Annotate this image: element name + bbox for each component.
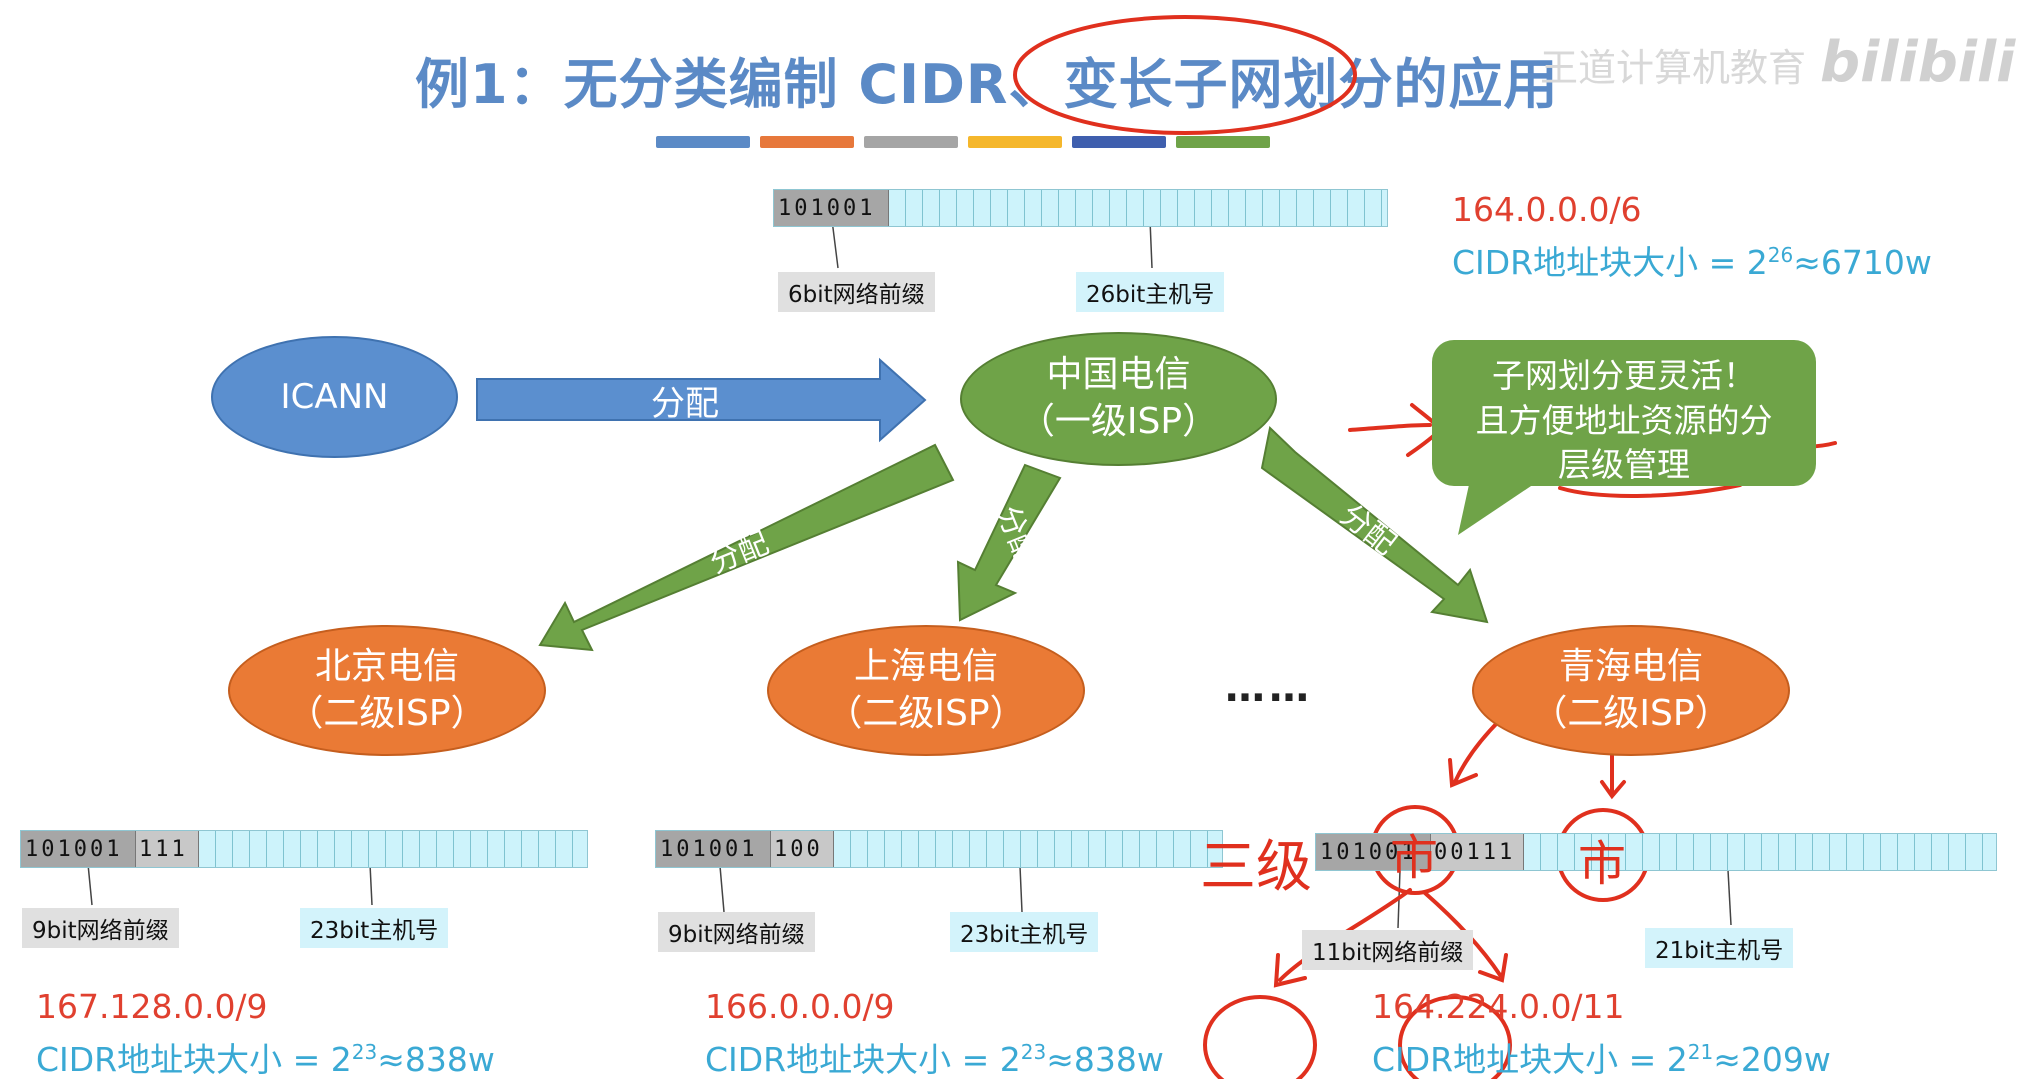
bilibili-logo: bilibili (1820, 30, 2016, 95)
qinghai-prefix-label: 11bit网络前缀 (1302, 930, 1474, 970)
size-text: CIDR地址块大小 = 2 (1452, 243, 1768, 282)
bubble-line: 层级管理 (1558, 445, 1690, 485)
color-bar (1072, 136, 1166, 148)
bit-bar-shanghai: 101001 100 (655, 830, 1223, 868)
arrow-label-icann: 分配 (651, 384, 719, 424)
bubble-tail (1458, 480, 1540, 535)
size-text: CIDR地址块大小 = 2 (705, 1040, 1021, 1079)
prefix-bits-extra: 00111 (1431, 834, 1524, 870)
qinghai-host-label: 21bit主机号 (1645, 928, 1794, 968)
qinghai-size: CIDR地址块大小 = 221≈209w (1372, 1033, 1831, 1081)
arrow-to-beijing (538, 443, 955, 652)
color-bar (864, 136, 958, 148)
ink-arrow-qinghai-2 (1600, 750, 1626, 800)
size-approx: ≈838w (377, 1040, 495, 1079)
size-approx: ≈838w (1046, 1040, 1164, 1079)
bit-bar-beijing: 101001 111 (20, 830, 588, 868)
more-nodes-ellipsis: …… (1225, 665, 1313, 711)
host-bits (1524, 834, 1996, 870)
host-bits (199, 831, 587, 867)
ink-circle-bottom-left (1203, 995, 1317, 1079)
prefix-bits-extra: 111 (136, 831, 199, 867)
ink-arrow-bubble (1348, 403, 1443, 457)
shanghai-host-label: 23bit主机号 (950, 912, 1099, 952)
node-label: 青海电信 (1558, 645, 1703, 687)
arrow-to-shanghai (956, 463, 1062, 622)
arrow-icann-to-telecom (476, 357, 927, 443)
node-label: 中国电信 (1046, 354, 1191, 396)
bit-bar-top: 101001 (773, 189, 1388, 227)
size-approx: ≈6710w (1793, 243, 1932, 282)
qinghai-cidr: 164.224.0.0/11 (1372, 987, 1625, 1026)
node-shanghai-telecom: 上海电信 （二级ISP） (767, 625, 1085, 756)
size-text: CIDR地址块大小 = 2 (1372, 1040, 1688, 1079)
node-sublabel: （二级ISP） (1531, 692, 1731, 734)
size-text: CIDR地址块大小 = 2 (36, 1040, 352, 1079)
watermark-text: 王道计算机教育 (1540, 46, 1807, 90)
ink-circle-bottom-right (1398, 995, 1512, 1079)
beijing-prefix-label: 9bit网络前缀 (22, 908, 179, 948)
top-host-label: 26bit主机号 (1076, 272, 1225, 312)
watermark: 王道计算机教育 bilibili (1540, 30, 2015, 95)
red-ink-annotations (1013, 15, 1837, 1079)
ink-text-level3: 三级 (1200, 835, 1312, 900)
bubble-line: 子网划分更灵活！ (1492, 356, 1756, 395)
prefix-bits-extra: 100 (771, 831, 834, 867)
prefix-bits: 101001 (1316, 834, 1431, 870)
bit-bar-qinghai: 101001 00111 (1315, 833, 1997, 871)
top-cidr: 164.0.0.0/6 (1452, 190, 1642, 229)
shanghai-prefix-label: 9bit网络前缀 (658, 912, 815, 952)
color-bar (1176, 136, 1270, 148)
prefix-bits: 101001 (656, 831, 771, 867)
arrow-to-qinghai (1260, 426, 1489, 624)
color-bar (968, 136, 1062, 148)
slide-title: 例1：无分类编制 CIDR、变长子网划分的应用 (415, 53, 1559, 116)
color-bar (760, 136, 854, 148)
callout-bubble: 子网划分更灵活！ 且方便地址资源的分 层级管理 (1432, 340, 1816, 486)
host-bits (889, 190, 1387, 226)
bubble-line: 且方便地址资源的分 (1475, 400, 1773, 440)
size-exp: 26 (1767, 243, 1794, 267)
color-bar (656, 136, 750, 148)
node-china-telecom: 中国电信 （一级ISP） (960, 332, 1277, 466)
prefix-bits: 101001 (774, 190, 889, 226)
ink-arrow-qinghai (1448, 718, 1502, 788)
top-prefix-label: 6bit网络前缀 (778, 272, 935, 312)
node-label: ICANN (280, 376, 389, 417)
size-exp: 23 (351, 1040, 378, 1064)
size-approx: ≈209w (1713, 1040, 1831, 1079)
color-bars (656, 136, 1270, 148)
node-beijing-telecom: 北京电信 （二级ISP） (228, 625, 546, 756)
size-exp: 23 (1020, 1040, 1047, 1064)
node-sublabel: （二级ISP） (287, 692, 487, 734)
shanghai-size: CIDR地址块大小 = 223≈838w (705, 1033, 1164, 1081)
node-sublabel: （二级ISP） (826, 692, 1026, 734)
ink-underline-3 (1558, 483, 1742, 498)
ink-text-city-1: 市 (1390, 830, 1439, 886)
node-qinghai-telecom: 青海电信 （二级ISP） (1472, 625, 1790, 756)
ink-text-city-2: 市 (1578, 836, 1627, 892)
top-size: CIDR地址块大小 = 226≈6710w (1452, 236, 1932, 284)
node-label: 北京电信 (314, 645, 459, 687)
node-label: 上海电信 (853, 645, 998, 687)
size-exp: 21 (1687, 1040, 1714, 1064)
beijing-host-label: 23bit主机号 (300, 908, 449, 948)
prefix-bits: 101001 (21, 831, 136, 867)
beijing-size: CIDR地址块大小 = 223≈838w (36, 1033, 495, 1081)
shanghai-cidr: 166.0.0.0/9 (705, 987, 895, 1026)
beijing-cidr: 167.128.0.0/9 (36, 987, 268, 1026)
ink-circle-title (1013, 15, 1357, 135)
host-bits (834, 831, 1222, 867)
node-sublabel: （一级ISP） (1018, 401, 1219, 442)
node-icann: ICANN (211, 336, 458, 458)
